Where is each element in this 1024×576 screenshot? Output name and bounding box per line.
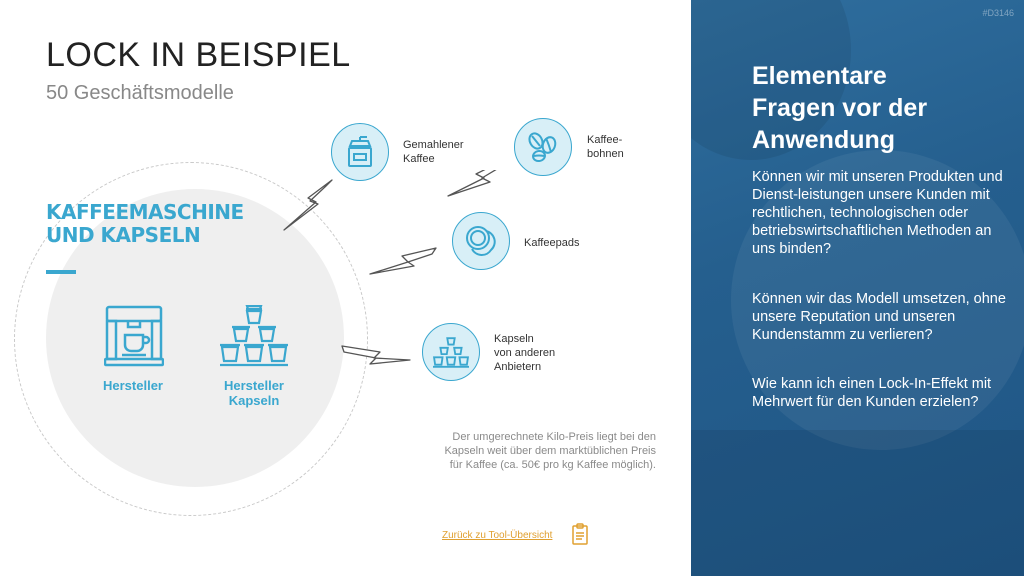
maker-label: Hersteller [90, 378, 176, 393]
slide-code: #D3146 [982, 8, 1014, 18]
coffee-machine-icon [104, 305, 164, 367]
lightning-bolt-icon [448, 170, 508, 196]
lightning-bolt-icon [370, 248, 436, 274]
heading-underline [46, 270, 76, 274]
clipboard-icon[interactable] [572, 523, 588, 550]
page-title: LOCK IN BEISPIEL [46, 36, 351, 75]
alt-label-beans: Kaffee- bohnen [587, 133, 667, 161]
coffee-beans-circle [514, 118, 572, 176]
panel-bg-shape [691, 430, 1024, 576]
alt-label-ground: Gemahlener Kaffee [403, 138, 493, 166]
question-3: Wie kann ich einen Lock-In-Effekt mit Me… [752, 375, 1012, 411]
lightning-bolt-icon [284, 180, 332, 230]
coffee-beans-icon [527, 131, 559, 163]
lightning-bolt-icon [342, 346, 410, 364]
capsule-maker-label: Hersteller Kapseln [210, 378, 298, 408]
question-2: Können wir das Modell umsetzen, ohne uns… [752, 290, 1012, 344]
price-note: Der umgerechnete Kilo-Preis liegt bei de… [420, 430, 656, 472]
page-subtitle: 50 Geschäftsmodelle [46, 82, 234, 105]
panel-title: Elementare Fragen vor der Anwendung [752, 60, 1012, 156]
questions-panel: #D3146 Elementare Fragen vor der Anwendu… [691, 0, 1024, 576]
lightning-bolts [270, 170, 680, 370]
question-1: Können wir mit unseren Produkten und Die… [752, 168, 1012, 258]
coffee-grinder-icon [345, 136, 375, 168]
section-heading: KAFFEEMASCHINE UND KAPSELN [46, 201, 244, 247]
back-to-tools-link[interactable]: Zurück zu Tool-Übersicht [442, 530, 552, 541]
